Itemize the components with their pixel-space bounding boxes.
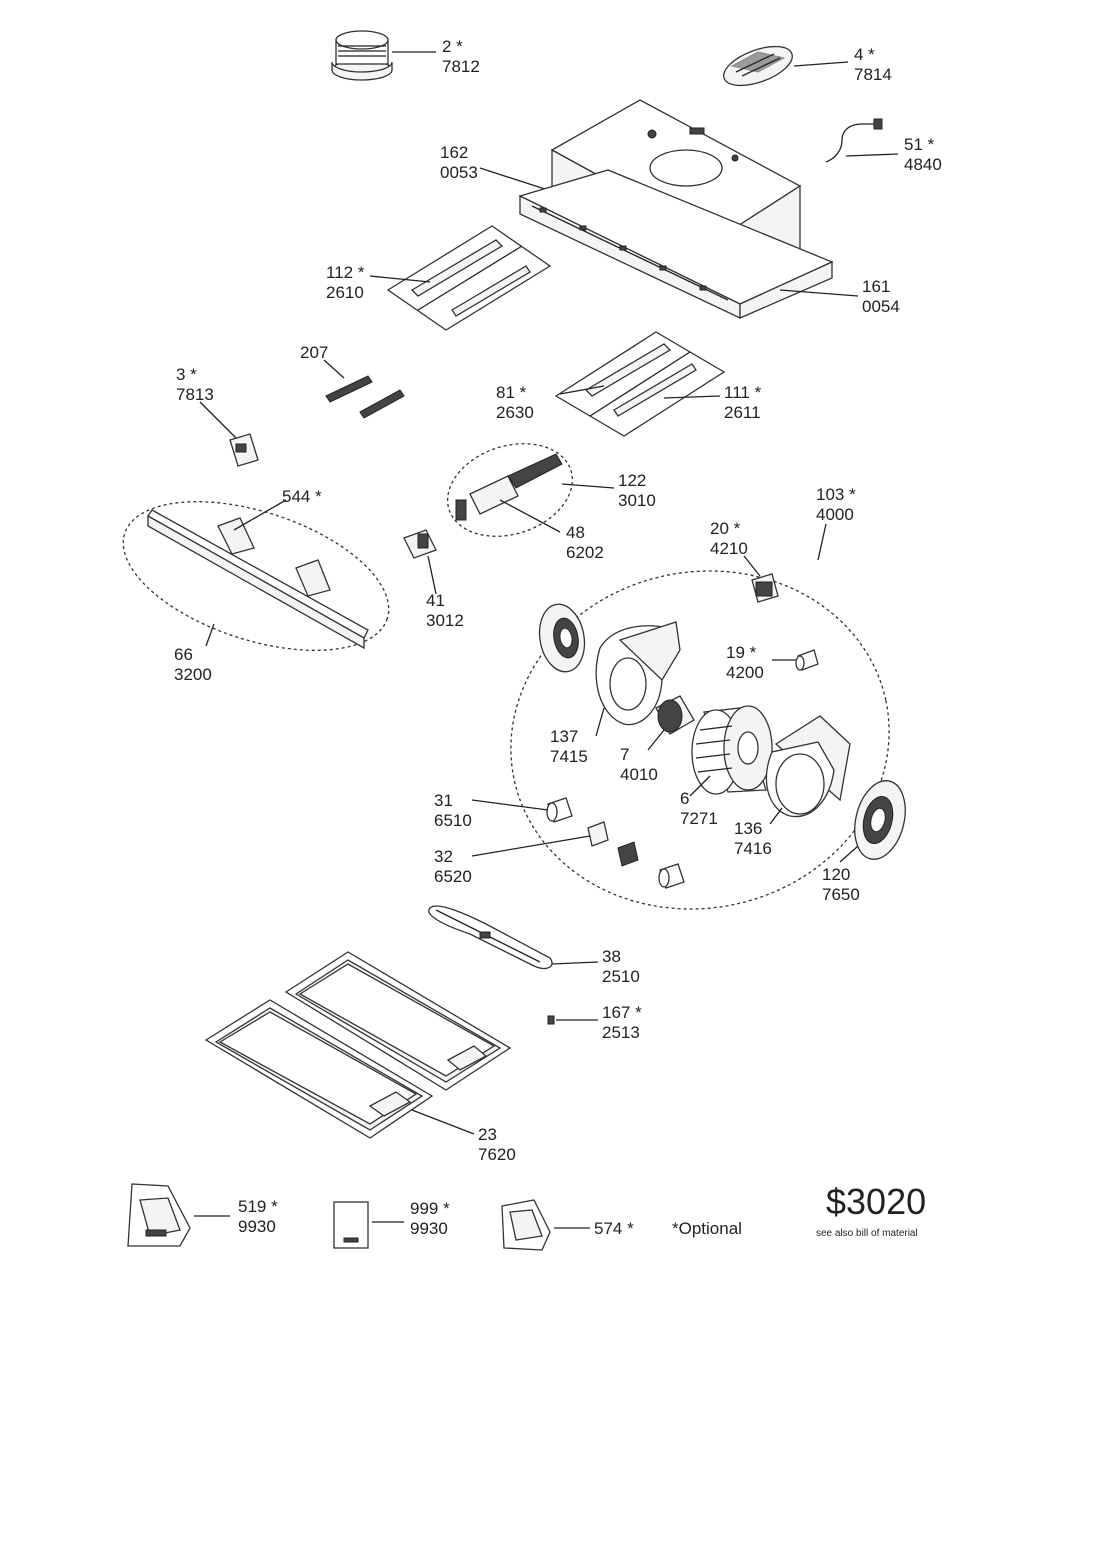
label-999-code: 9930 (410, 1219, 448, 1238)
part-120-inlet-grille: 120 7650 (822, 780, 906, 904)
part-31-32-lamp-holders: 31 6510 32 6520 (434, 791, 685, 889)
label-167-number: 167 * (602, 1003, 642, 1022)
label-31-number: 31 (434, 791, 453, 810)
part-51-power-cable: 51 * 4840 (825, 118, 942, 174)
label-136-code: 7416 (734, 839, 772, 858)
part-23-grease-filters: 23 7620 (204, 951, 516, 1164)
label-38-code: 2510 (602, 967, 640, 986)
label-38-number: 38 (602, 947, 621, 966)
part-6-fan-wheel: 6 7271 (680, 705, 773, 828)
label-999-number: 999 * (410, 1199, 450, 1218)
label-519-number: 519 * (238, 1197, 278, 1216)
label-41-code: 3012 (426, 611, 464, 630)
label-111-number: 111 * (724, 383, 762, 402)
label-2-code: 7812 (442, 57, 480, 76)
label-6-number: 6 (680, 789, 689, 808)
label-66-code: 3200 (174, 665, 212, 684)
part-4-damper: 4 * 7814 (723, 45, 892, 87)
label-81-code: 2630 (496, 403, 534, 422)
left-inlet-grille (538, 603, 586, 673)
label-19-code: 4200 (726, 663, 764, 682)
part-66-front-panel-group: 544 * 66 3200 (122, 487, 390, 684)
label-574-number: 574 * (594, 1219, 634, 1238)
label-23-number: 23 (478, 1125, 497, 1144)
label-48-number: 48 (566, 523, 585, 542)
part-122-switch-group: 122 3010 48 6202 (446, 443, 656, 562)
label-3-number: 3 * (176, 365, 197, 384)
label-7-number: 7 (620, 745, 629, 764)
label-120-number: 120 (822, 865, 850, 884)
label-112-code: 2610 (326, 283, 364, 302)
part-999-manual: 999 * 9930 (333, 1199, 450, 1249)
part-103-motor-assembly: 103 * 4000 (510, 485, 890, 910)
label-51-number: 51 * (904, 135, 935, 154)
label-51-code: 4840 (904, 155, 942, 174)
label-161-code: 0054 (862, 297, 900, 316)
part-38-seal: 38 2510 (428, 905, 640, 986)
part-207-clips: 207 (300, 343, 405, 419)
part-7-motor: 7 4010 (620, 695, 695, 784)
part-3-bracket: 3 * 7813 (176, 365, 259, 467)
label-519-code: 9930 (238, 1217, 276, 1236)
label-103-code: 4000 (816, 505, 854, 524)
label-32-code: 6520 (434, 867, 472, 886)
label-19-number: 19 * (726, 643, 757, 662)
label-162-number: 162 (440, 143, 468, 162)
label-120-code: 7650 (822, 885, 860, 904)
part-2-duct-collar: 2 * 7812 (331, 30, 480, 81)
label-6-code: 7271 (680, 809, 718, 828)
part-574-accessory-bag: 574 * (501, 1199, 634, 1251)
label-162-code: 0053 (440, 163, 478, 182)
label-122-number: 122 (618, 471, 646, 490)
part-20-capacitor: 20 * 4210 (710, 519, 779, 603)
label-4-code: 7814 (854, 65, 892, 84)
part-167-screw: 167 * 2513 (547, 1003, 642, 1042)
label-136-number: 136 (734, 819, 762, 838)
label-48-code: 6202 (566, 543, 604, 562)
legend: *Optional $3020 see also bill of materia… (672, 1181, 926, 1239)
part-519-documentation-bag: 519 * 9930 (127, 1183, 278, 1247)
label-3-code: 7813 (176, 385, 214, 404)
part-161-frame: 161 0054 (518, 169, 900, 320)
label-20-code: 4210 (710, 539, 748, 558)
label-122-code: 3010 (618, 491, 656, 510)
part-41-holder: 41 3012 (403, 529, 464, 630)
label-7-code: 4010 (620, 765, 658, 784)
label-111-code: 2611 (724, 403, 761, 422)
optional-note: *Optional (672, 1219, 742, 1238)
label-103-number: 103 * (816, 485, 856, 504)
label-2-number: 2 * (442, 37, 463, 56)
label-544-number: 544 * (282, 487, 322, 506)
label-66-number: 66 (174, 645, 193, 664)
part-112-slide-rails: 112 * 2610 (326, 225, 552, 331)
label-41-number: 41 (426, 591, 445, 610)
label-23-code: 7620 (478, 1145, 516, 1164)
label-137-number: 137 (550, 727, 578, 746)
label-167-code: 2513 (602, 1023, 640, 1042)
label-20-number: 20 * (710, 519, 741, 538)
part-19-spacer: 19 * 4200 (726, 643, 819, 682)
model-number: $3020 (826, 1181, 926, 1222)
label-137-code: 7415 (550, 747, 588, 766)
label-81-number: 81 * (496, 383, 527, 402)
part-81-111-rails-bag: 81 * 2630 111 * 2611 (496, 331, 762, 437)
label-31-code: 6510 (434, 811, 472, 830)
label-112-number: 112 * (326, 263, 365, 282)
part-137-scroll-housing-left: 137 7415 (550, 621, 681, 766)
label-32-number: 32 (434, 847, 453, 866)
part-136-scroll-housing-right: 136 7416 (734, 715, 851, 858)
label-207-number: 207 (300, 343, 328, 362)
bill-of-material-note: see also bill of material (816, 1228, 918, 1239)
label-4-number: 4 * (854, 45, 875, 64)
label-161-number: 161 (862, 277, 890, 296)
